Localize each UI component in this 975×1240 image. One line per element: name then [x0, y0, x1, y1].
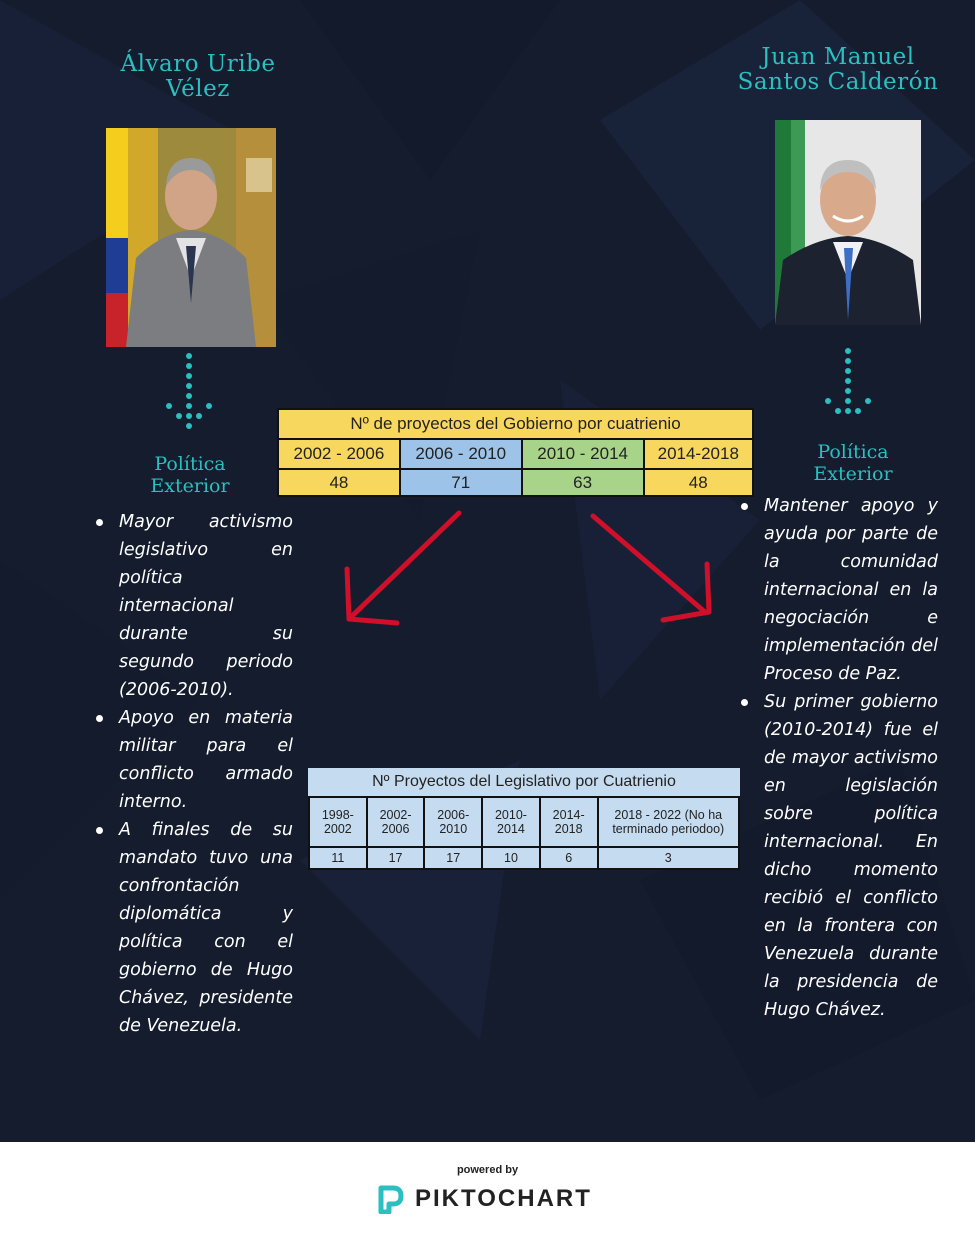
right-name-line1: Juan Manuel [761, 44, 915, 70]
right-president-name: Juan Manuel Santos Calderón [718, 45, 958, 95]
left-president-name: Álvaro Uribe Vélez [98, 52, 298, 102]
right-bullet-list: Mantener apoyo y ayuda por parte de la c… [738, 492, 938, 1024]
table-cell: 11 [308, 846, 368, 870]
table-header-cell: 2010 - 2014 [520, 438, 645, 470]
table-cell: 17 [365, 846, 426, 870]
gobierno-projects-table: Nº de proyectos del Gobierno por cuatrie… [277, 408, 755, 497]
table-header-cell: 2002-2006 [365, 796, 426, 848]
piktochart-logo-icon [378, 1185, 404, 1214]
table-row: 2002 - 2006 2006 - 2010 2010 - 2014 2014… [277, 438, 755, 470]
table-header-cell: 2002 - 2006 [277, 438, 401, 470]
table-title: Nº de proyectos del Gobierno por cuatrie… [277, 408, 754, 440]
table-row: 1998-2002 2002-2006 2006-2010 2010-2014 … [308, 796, 741, 848]
left-name-line1: Álvaro Uribe [120, 51, 276, 77]
table-cell: 71 [398, 468, 523, 497]
table-cell: 6 [538, 846, 599, 870]
left-section-line2: Exterior [150, 475, 230, 497]
left-section-line1: Política [154, 453, 226, 475]
piktochart-link[interactable]: PIKTOCHART [377, 1182, 592, 1216]
infographic-canvas: Álvaro Uribe Vélez Política [0, 0, 975, 1142]
table-header-cell: 2006-2010 [423, 796, 484, 848]
table-row: 11 17 17 10 6 3 [308, 846, 741, 870]
right-section-line2: Exterior [813, 463, 893, 485]
list-item: Mayor activismo legislativo en política … [93, 508, 293, 704]
right-section-title: Política Exterior [783, 441, 923, 485]
table-cell: 48 [642, 468, 755, 497]
left-name-line2: Vélez [166, 76, 230, 102]
arrow-down-dotted-icon [825, 348, 871, 414]
table-header-cell: 2018 - 2022 (No ha terminado periodoo) [596, 796, 741, 848]
table-header-cell: 1998-2002 [308, 796, 368, 848]
left-section-title: Política Exterior [120, 453, 260, 497]
right-name-line2: Santos Calderón [737, 69, 939, 95]
table-cell: 48 [277, 468, 401, 497]
red-arrow-icon [590, 513, 712, 623]
list-item: Apoyo en materia militar para el conflic… [93, 704, 293, 816]
list-item: Su primer gobierno (2010-2014) fue el de… [738, 688, 938, 1024]
footer: powered by PIKTOCHART [0, 1142, 975, 1240]
table-title: Nº Proyectos del Legislativo por Cuatrie… [309, 768, 739, 798]
brand-name: PIKTOCHART [415, 1185, 592, 1212]
table-row: 48 71 63 48 [277, 468, 755, 497]
right-section-line1: Política [817, 441, 889, 463]
list-item: A finales de su mandato tuvo una confron… [93, 816, 293, 1040]
table-cell: 10 [481, 846, 541, 870]
arrow-down-dotted-icon [166, 353, 212, 429]
red-arrow-icon [344, 510, 462, 626]
santos-photo [775, 120, 921, 325]
table-cell: 17 [423, 846, 484, 870]
table-cell: 63 [520, 468, 645, 497]
legislativo-projects-table: Nº Proyectos del Legislativo por Cuatrie… [308, 768, 741, 870]
table-header-cell: 2010-2014 [481, 796, 541, 848]
left-bullet-list: Mayor activismo legislativo en política … [93, 508, 293, 1040]
list-item: Mantener apoyo y ayuda por parte de la c… [738, 492, 938, 688]
table-cell: 3 [596, 846, 741, 870]
table-header-cell: 2006 - 2010 [398, 438, 523, 470]
powered-by-label: powered by [456, 1164, 519, 1176]
table-header-cell: 2014-2018 [538, 796, 599, 848]
uribe-photo [106, 128, 276, 347]
table-header-cell: 2014-2018 [642, 438, 755, 470]
